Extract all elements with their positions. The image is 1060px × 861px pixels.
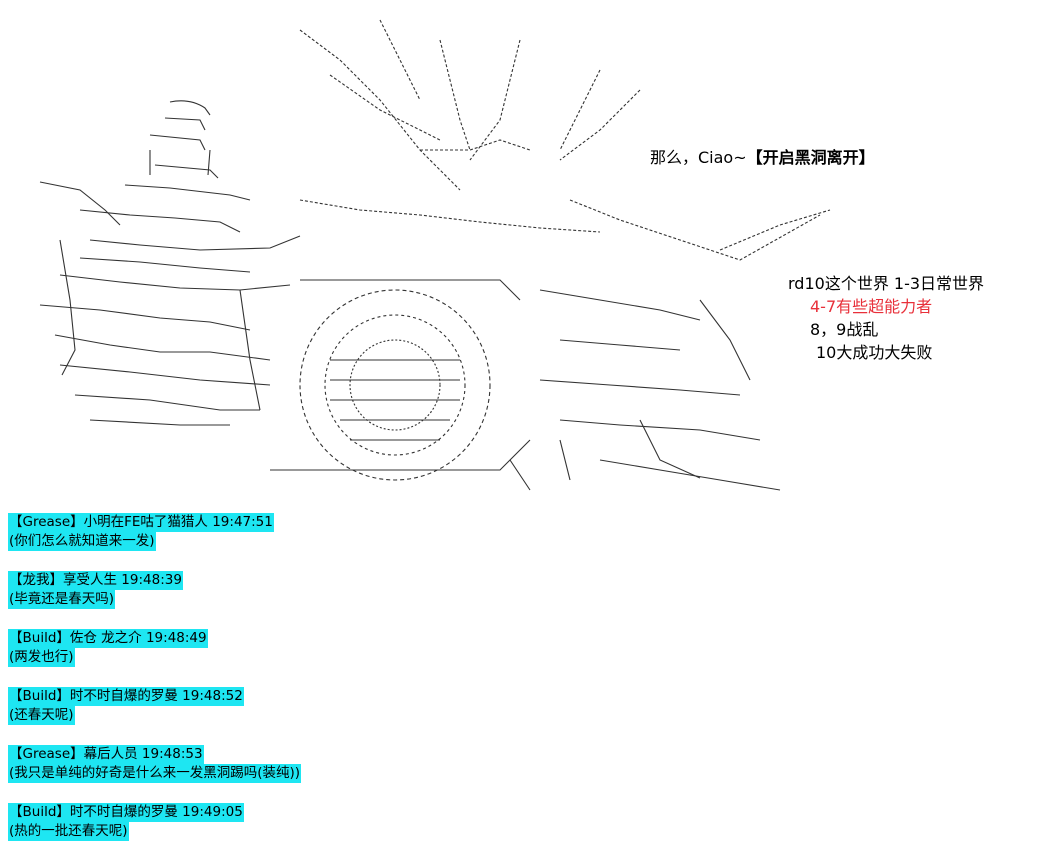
chat-entry: 【Build】时不时自爆的罗曼 19:49:05 (热的一批还春天呢): [8, 803, 301, 841]
chat-log: 【Grease】小明在FE咕了猫猎人 19:47:51 (你们怎么就知道来一发)…: [8, 513, 302, 861]
note-line-3: 8，9战乱: [810, 320, 879, 339]
caption-prefix: 那么，Ciao~: [650, 148, 747, 167]
chat-body: (热的一批还春天呢): [8, 822, 129, 841]
chat-body: (毕竟还是春天吗): [8, 590, 116, 609]
note-line-1: rd10这个世界 1-3日常世界: [788, 274, 985, 293]
chat-body: (两发也行): [8, 648, 75, 667]
chat-body: (你们怎么就知道来一发): [8, 532, 156, 551]
dice-table-notes: rd10这个世界 1-3日常世界 4-7有些超能力者 8，9战乱 10大成功大失…: [788, 272, 984, 364]
center-burst: [299, 19, 831, 261]
chat-entry: 【Build】佐仓 龙之介 19:48:49 (两发也行): [8, 629, 301, 667]
chat-entry: 【龙我】享受人生 19:48:39 (毕竟还是春天吗): [8, 571, 301, 609]
chat-header: 【Grease】小明在FE咕了猫猎人 19:47:51: [8, 513, 274, 532]
chat-header: 【Build】时不时自爆的罗曼 19:48:52: [8, 687, 244, 706]
chat-body: (还春天呢): [8, 706, 75, 725]
chat-header: 【Grease】幕后人员 19:48:53: [8, 745, 204, 764]
story-caption: 那么，Ciao~【开启黑洞离开】: [650, 144, 875, 168]
chat-header: 【Build】佐仓 龙之介 19:48:49: [8, 629, 208, 648]
note-line-2: 4-7有些超能力者: [810, 297, 933, 316]
chat-body: (我只是单纯的好奇是什么来一发黑洞踢吗(装纯)): [8, 764, 302, 783]
left-figure: [39, 100, 301, 426]
note-line-4: 10大成功大失败: [816, 343, 933, 362]
black-hole-vortex: [270, 279, 531, 481]
chat-entry: 【Grease】小明在FE咕了猫猎人 19:47:51 (你们怎么就知道来一发): [8, 513, 301, 551]
chat-entry: 【Build】时不时自爆的罗曼 19:48:52 (还春天呢): [8, 687, 301, 725]
chat-header: 【Build】时不时自爆的罗曼 19:49:05: [8, 803, 244, 822]
chat-header: 【龙我】享受人生 19:48:39: [8, 571, 183, 590]
right-figure: [509, 289, 781, 491]
ascii-art-illustration: [39, 19, 831, 491]
chat-entry: 【Grease】幕后人员 19:48:53 (我只是单纯的好奇是什么来一发黑洞踢…: [8, 745, 302, 783]
ascii-art-drawing: [39, 19, 831, 491]
caption-bold: 【开启黑洞离开】: [746, 148, 875, 167]
